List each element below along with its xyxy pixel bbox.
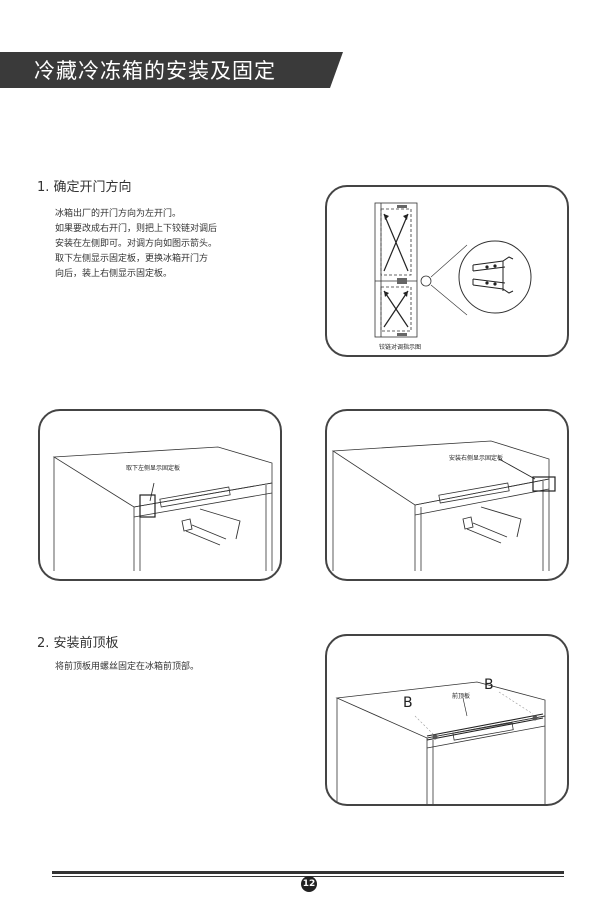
left-plate-illustration [52, 446, 273, 571]
remove-left-plate-label: 取下左侧显示固定板 [126, 465, 181, 472]
section1-title: 1. 确定开门方向 [37, 180, 132, 195]
page-number: 12 [301, 876, 317, 892]
page-title: 冷藏冷冻箱的安装及固定 [34, 59, 276, 83]
remove-left-plate-figure: 取下左侧显示固定板 [38, 409, 282, 581]
hinge-figure-caption: 铰链对调指示图 [379, 344, 422, 351]
section-banner: 冷藏冷冻箱的安装及固定 [0, 52, 343, 88]
section1-paragraph: 冰箱出厂的开门方向为左开门。 如果要改成右开门，则把上下铰链对调后 安装在左侧即… [55, 207, 217, 282]
section2-title: 2. 安装前顶板 [37, 636, 119, 651]
front-top-plate-illustration [335, 681, 546, 804]
marker-b-right: B [484, 677, 494, 693]
section1-line: 冰箱出厂的开门方向为左开门。 [55, 209, 182, 219]
section1-line: 取下左侧显示固定板，更换冰箱开门方 [55, 254, 209, 264]
hinge-swap-figure: 铰链对调指示图 [325, 185, 569, 357]
hinge-swap-illustration [374, 202, 532, 338]
install-right-plate-label: 安装右侧显示固定板 [449, 455, 504, 462]
front-top-plate-figure: B B 前顶板 [325, 634, 569, 806]
section1-line: 如果要改成右开门，则把上下铰链对调后 [55, 224, 218, 234]
install-right-plate-figure: 安装右侧显示固定板 [325, 409, 569, 581]
footer-rule-thick [52, 871, 564, 874]
right-plate-illustration [331, 440, 556, 571]
banner-shape [0, 52, 343, 88]
marker-b-left: B [403, 695, 413, 711]
section2-paragraph: 将前顶板用螺丝固定在冰箱前顶部。 [55, 662, 200, 672]
section1-line: 向后，装上右侧显示固定板。 [55, 269, 173, 279]
section1-line: 安装在左侧即可。对调方向如图示箭头。 [55, 239, 218, 249]
front-top-plate-label: 前顶板 [452, 693, 471, 700]
